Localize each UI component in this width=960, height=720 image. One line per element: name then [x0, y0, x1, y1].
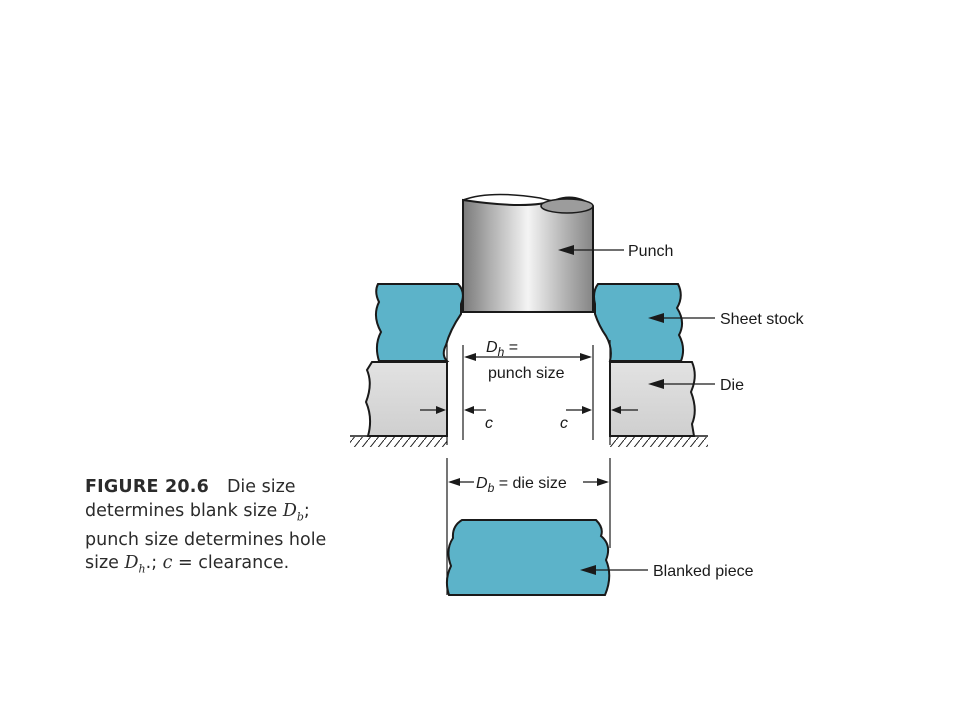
- caption-c-symbol: c: [162, 553, 173, 573]
- punch-label: Punch: [628, 243, 673, 260]
- blanked-piece-leader: [580, 565, 648, 575]
- punch-leader: [558, 245, 624, 255]
- sheet-stock-leader: [648, 313, 715, 323]
- sheet-stock-right: [593, 283, 685, 362]
- caption-text-4: = clearance.: [172, 553, 290, 573]
- caption-db-symbol: Db: [282, 500, 304, 524]
- clearance-left: [420, 406, 486, 414]
- blanked-piece-label: Blanked piece: [653, 563, 754, 580]
- dh-label: Dh =: [486, 339, 518, 359]
- blanked-piece: [445, 519, 611, 596]
- punch-size-label: punch size: [488, 365, 565, 382]
- figure-number: FIGURE 20.6: [85, 477, 209, 497]
- sheet-stock-left: [375, 283, 464, 362]
- db-dimension: [448, 478, 609, 486]
- clearance-left-label: c: [485, 415, 493, 432]
- die-leader: [648, 379, 715, 389]
- caption-text-1: Die size determines blank size: [85, 477, 296, 521]
- ground-right: [610, 435, 708, 447]
- caption-text-2: ; punch size determines hole size: [85, 500, 327, 574]
- caption-dh-symbol: Dh: [124, 553, 146, 576]
- clearance-right: [566, 406, 638, 414]
- dh-dimension: [464, 353, 592, 361]
- db-label: Db = die size: [476, 475, 567, 495]
- sheet-stock-label: Sheet stock: [720, 311, 805, 328]
- die-label: Die: [720, 377, 744, 394]
- clearance-right-label: c: [560, 415, 568, 432]
- caption-text-3: .;: [145, 553, 163, 573]
- ground-left: [350, 435, 447, 447]
- punch: [462, 193, 594, 313]
- die-left: [364, 361, 448, 437]
- die-right: [609, 361, 696, 437]
